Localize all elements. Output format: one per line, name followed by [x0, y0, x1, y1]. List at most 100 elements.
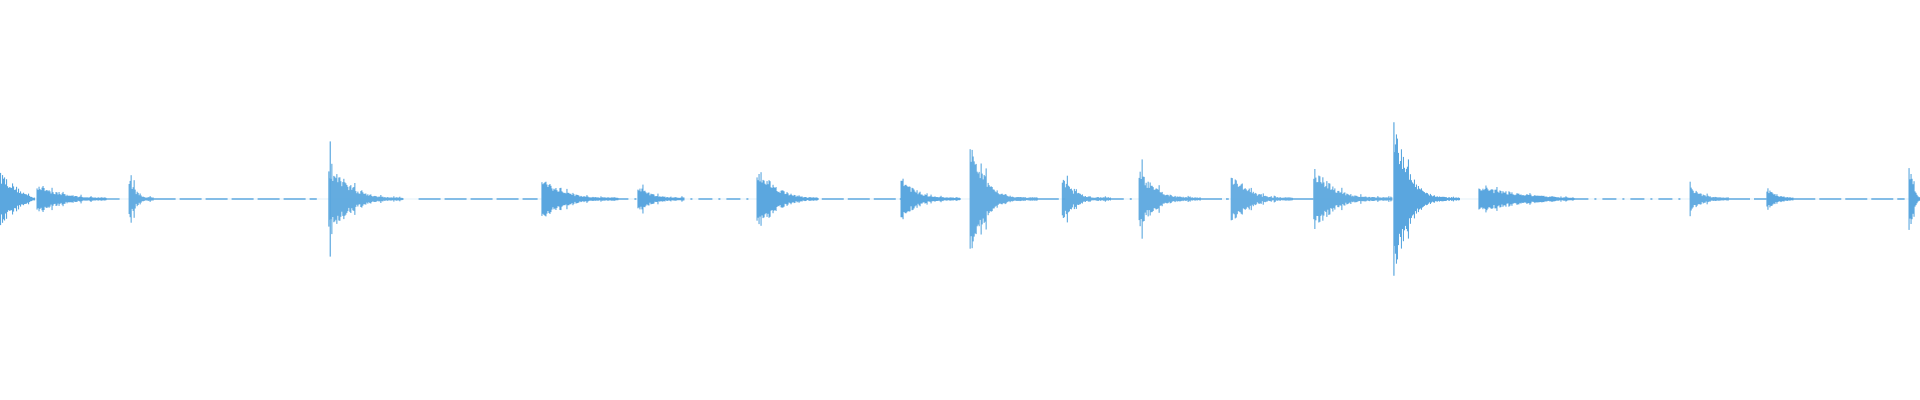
peak-bar	[47, 191, 49, 207]
peak-bar	[601, 197, 603, 201]
peak-bar	[1154, 189, 1156, 209]
peak-bar	[1376, 197, 1378, 201]
peak-bar	[979, 178, 981, 220]
peak-bar	[78, 196, 80, 202]
peak-bar	[791, 195, 793, 203]
peak-bar	[101, 197, 103, 201]
peak-bar	[1364, 196, 1366, 202]
peak-bar	[1394, 144, 1396, 254]
peak-bar	[77, 197, 79, 201]
peak-bar	[130, 175, 132, 223]
peak-bar	[779, 193, 781, 205]
peak-bar	[607, 197, 609, 201]
peak-bar	[780, 190, 782, 208]
peak-bar	[1019, 197, 1021, 202]
peak-bar	[87, 197, 89, 201]
peak-bar	[1498, 192, 1500, 206]
peak-bar	[975, 163, 977, 235]
peak-bar	[1386, 197, 1388, 201]
peak-bar	[1088, 196, 1090, 202]
peak-bar	[360, 191, 362, 207]
peak-bar	[1233, 183, 1235, 215]
peak-bar	[1551, 196, 1553, 202]
peak-bar	[1768, 193, 1770, 205]
peak-bar	[1339, 192, 1341, 206]
peak-bar	[1784, 197, 1786, 201]
peak-bar	[1573, 198, 1575, 200]
peak-bar	[798, 195, 800, 203]
peak-bar	[560, 187, 562, 211]
peak-bar	[573, 194, 575, 204]
peak-bar	[1507, 194, 1509, 204]
peak-bar	[392, 197, 394, 201]
peak-bar	[956, 197, 958, 201]
peak-bar	[1373, 197, 1375, 201]
peak-bar	[29, 195, 31, 203]
peak-bar	[669, 197, 671, 201]
peak-bar	[1703, 195, 1705, 203]
peak-bar	[810, 197, 812, 201]
peak-bar	[152, 197, 154, 201]
peak-bar	[67, 195, 69, 203]
peak-bar	[990, 186, 992, 212]
peak-bar	[647, 192, 649, 206]
peak-bar	[385, 197, 387, 201]
peak-bar	[544, 182, 546, 216]
peak-bar	[1180, 196, 1182, 202]
peak-bar	[1, 183, 3, 215]
peak-bar	[552, 190, 554, 208]
peak-bar	[683, 197, 685, 201]
waveform-cluster	[1061, 175, 1111, 223]
peak-bar	[1317, 182, 1319, 216]
peak-bar	[569, 193, 571, 205]
peak-bar	[924, 194, 926, 204]
peak-bar	[1262, 193, 1264, 205]
peak-bar	[1720, 197, 1722, 201]
peak-bar	[904, 184, 906, 214]
peak-bar	[21, 193, 23, 205]
peak-bar	[766, 181, 768, 217]
peak-bar	[777, 192, 779, 206]
peak-bar	[1417, 186, 1419, 213]
peak-bar	[1338, 190, 1340, 208]
peak-bar	[1384, 197, 1386, 201]
peak-bar	[681, 196, 683, 202]
peak-bar	[1721, 197, 1723, 201]
peak-bar	[948, 197, 950, 201]
peak-bar	[1779, 196, 1781, 202]
peak-bar	[0, 172, 2, 226]
peak-bar	[917, 194, 919, 204]
peak-bar	[656, 196, 658, 202]
peak-bar	[1546, 196, 1548, 202]
peak-bar	[1723, 197, 1725, 201]
peak-bar	[978, 171, 980, 227]
peak-bar	[1013, 197, 1015, 201]
peak-bar	[548, 184, 550, 213]
peak-bar	[1484, 188, 1486, 209]
peak-bar	[1457, 197, 1459, 201]
peak-bar	[1502, 191, 1504, 207]
peak-bar	[1537, 195, 1539, 203]
peak-bar	[1002, 194, 1004, 204]
peak-bar	[1444, 197, 1446, 201]
peak-bar	[1407, 159, 1409, 239]
peak-bar	[1789, 197, 1791, 201]
peak-bar	[675, 197, 677, 201]
peak-bar	[596, 197, 598, 201]
peak-bar	[640, 191, 642, 207]
peak-bar	[1702, 194, 1704, 204]
peak-bar	[94, 197, 96, 201]
peak-bar	[1178, 196, 1180, 202]
peak-bar	[86, 197, 88, 201]
peak-bar	[1411, 182, 1413, 216]
peak-bar	[1697, 193, 1699, 205]
peak-bar	[756, 177, 758, 221]
peak-bar	[645, 192, 647, 206]
peak-bar	[1792, 197, 1794, 201]
peak-bar	[977, 173, 979, 225]
peak-bar	[1080, 195, 1082, 203]
peak-bar	[1192, 197, 1194, 201]
peak-bar	[1253, 193, 1255, 205]
